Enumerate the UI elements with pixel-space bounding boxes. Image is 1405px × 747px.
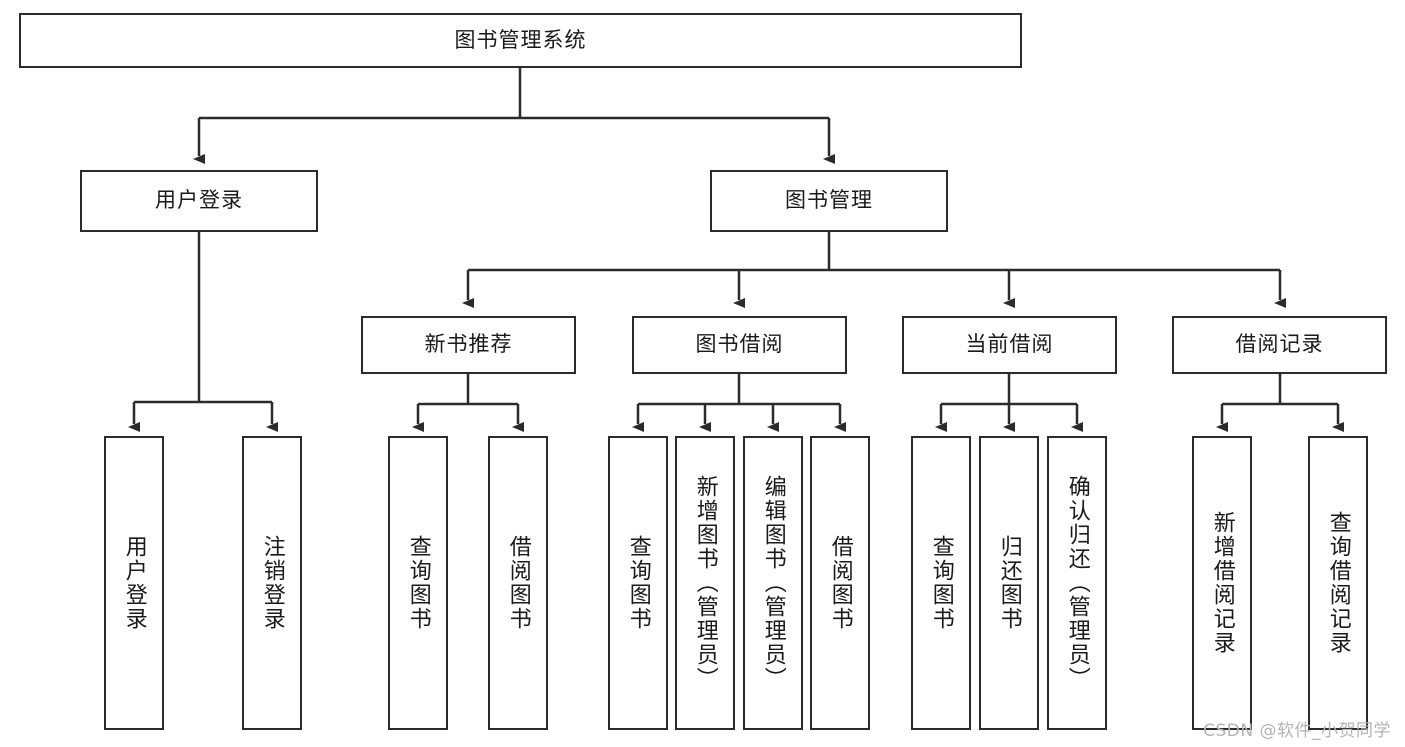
node-book-borrow[interactable]: 图书借阅 bbox=[632, 316, 847, 374]
node-leaf-user-logout[interactable]: 注销登录 bbox=[242, 436, 302, 730]
node-leaf-query-book-cur-label: 查询图书 bbox=[928, 535, 954, 631]
node-borrow-record-label: 借阅记录 bbox=[1235, 332, 1324, 357]
node-leaf-add-book[interactable]: 新增图书（管理员） bbox=[675, 436, 735, 730]
node-book-borrow-label: 图书借阅 bbox=[695, 332, 784, 357]
node-book-manage[interactable]: 图书管理 bbox=[710, 170, 948, 232]
node-leaf-add-record-label: 新增借阅记录 bbox=[1209, 511, 1235, 655]
node-leaf-query-book-rec[interactable]: 查询图书 bbox=[388, 436, 448, 730]
node-leaf-return-book-label: 归还图书 bbox=[996, 535, 1022, 631]
node-leaf-add-book-label: 新增图书（管理员） bbox=[692, 475, 718, 691]
node-leaf-query-book-borrow-label: 查询图书 bbox=[625, 535, 651, 631]
node-leaf-add-record[interactable]: 新增借阅记录 bbox=[1192, 436, 1252, 730]
node-new-book-recommend-label: 新书推荐 bbox=[424, 332, 513, 357]
node-leaf-borrow-book[interactable]: 借阅图书 bbox=[810, 436, 870, 730]
node-user-login[interactable]: 用户登录 bbox=[80, 170, 318, 232]
node-leaf-user-login[interactable]: 用户登录 bbox=[104, 436, 164, 730]
csdn-watermark: CSDN @软件_小贺同学 bbox=[1203, 721, 1391, 741]
node-leaf-user-logout-label: 注销登录 bbox=[259, 535, 285, 631]
node-leaf-borrow-book-rec-label: 借阅图书 bbox=[505, 535, 531, 631]
node-leaf-query-book-cur[interactable]: 查询图书 bbox=[911, 436, 971, 730]
node-root[interactable]: 图书管理系统 bbox=[19, 13, 1022, 68]
node-root-label: 图书管理系统 bbox=[454, 27, 587, 52]
node-borrow-record[interactable]: 借阅记录 bbox=[1172, 316, 1387, 374]
node-leaf-return-book[interactable]: 归还图书 bbox=[979, 436, 1039, 730]
node-book-manage-label: 图书管理 bbox=[785, 188, 873, 213]
node-leaf-edit-book[interactable]: 编辑图书（管理员） bbox=[743, 436, 803, 730]
node-leaf-borrow-book-rec[interactable]: 借阅图书 bbox=[488, 436, 548, 730]
node-leaf-confirm-return-label: 确认归还（管理员） bbox=[1064, 475, 1090, 691]
node-user-login-label: 用户登录 bbox=[155, 188, 243, 213]
node-current-borrow[interactable]: 当前借阅 bbox=[902, 316, 1117, 374]
node-leaf-confirm-return[interactable]: 确认归还（管理员） bbox=[1047, 436, 1107, 730]
node-new-book-recommend[interactable]: 新书推荐 bbox=[361, 316, 576, 374]
node-leaf-query-book-borrow[interactable]: 查询图书 bbox=[608, 436, 668, 730]
node-leaf-query-record-label: 查询借阅记录 bbox=[1325, 511, 1351, 655]
node-leaf-query-book-rec-label: 查询图书 bbox=[405, 535, 431, 631]
node-leaf-query-record[interactable]: 查询借阅记录 bbox=[1308, 436, 1368, 730]
node-current-borrow-label: 当前借阅 bbox=[965, 332, 1054, 357]
node-leaf-user-login-label: 用户登录 bbox=[121, 535, 147, 631]
node-leaf-borrow-book-label: 借阅图书 bbox=[827, 535, 853, 631]
node-leaf-edit-book-label: 编辑图书（管理员） bbox=[760, 475, 786, 691]
